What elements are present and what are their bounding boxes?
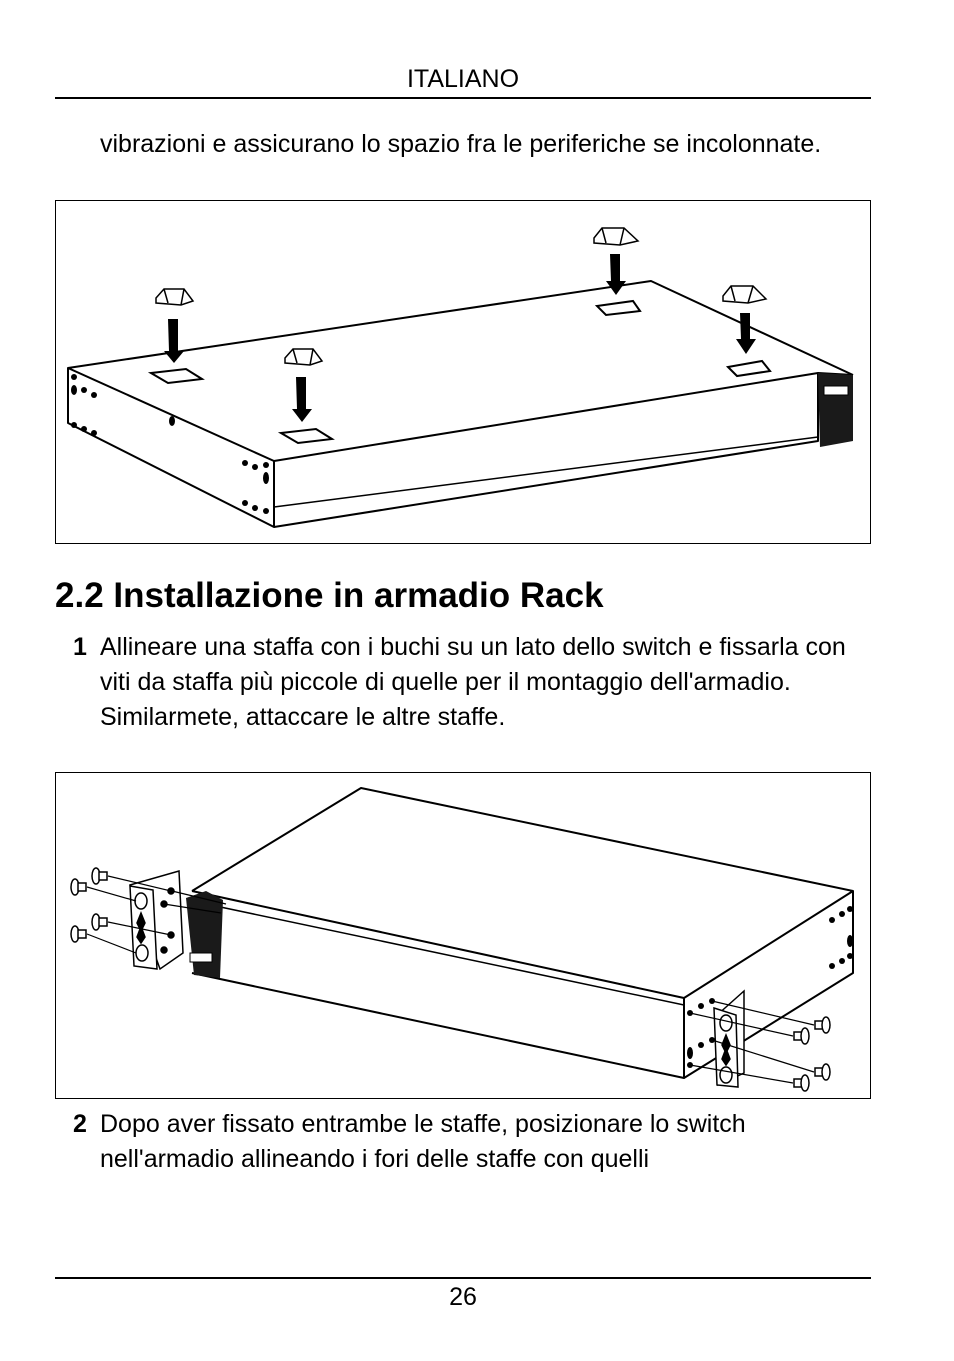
foot-pad xyxy=(277,427,335,445)
arrow-down-icon xyxy=(164,319,184,363)
step-2: 2 Dopo aver fissato entrambe le staffe, … xyxy=(55,1107,875,1179)
rack-bracket-left xyxy=(129,870,184,971)
screw-guide-lines xyxy=(689,1000,815,1084)
screw-holes-right-end xyxy=(687,906,853,1068)
step-number: 1 xyxy=(73,633,87,661)
rack-brackets-illustration xyxy=(70,787,854,1092)
arrow-down-icon xyxy=(606,254,626,295)
arrow-down-icon xyxy=(736,313,756,354)
header-rule xyxy=(55,97,871,99)
rubber-feet-illustration xyxy=(67,227,854,528)
rubber-foot-icon xyxy=(155,288,195,306)
vent-grille-icon xyxy=(186,891,223,978)
rubber-foot-icon xyxy=(284,348,324,366)
screw-holes-left-end xyxy=(71,374,269,514)
screw-guide-lines xyxy=(86,875,227,954)
rubber-foot-icon xyxy=(593,227,640,246)
vent-grille-icon xyxy=(818,373,853,447)
rubber-foot-icon xyxy=(722,285,768,304)
step-number: 2 xyxy=(73,1110,87,1138)
footer-rule xyxy=(55,1277,871,1279)
step-1: 1 Allineare una staffa con i buchi su un… xyxy=(55,630,875,770)
foot-pad xyxy=(594,299,642,317)
screw-icon xyxy=(793,1016,831,1092)
screw-icon xyxy=(70,867,108,943)
running-header-language: ITALIANO xyxy=(406,65,520,93)
figure-rack-brackets xyxy=(55,772,871,1099)
foot-pad xyxy=(147,367,205,385)
figure-rubber-feet xyxy=(55,200,871,544)
section-title: 2.2 Installazione in armadio Rack xyxy=(55,576,604,615)
step-text: Dopo aver fissato entrambe le staffe, po… xyxy=(100,1110,746,1173)
step-text: Allineare una staffa con i buchi su un l… xyxy=(100,633,846,731)
foot-pad xyxy=(725,359,772,378)
arrow-down-icon xyxy=(292,377,312,422)
intro-paragraph: vibrazioni e assicurano lo spazio fra le… xyxy=(100,130,822,158)
page-number: 26 xyxy=(449,1283,477,1311)
